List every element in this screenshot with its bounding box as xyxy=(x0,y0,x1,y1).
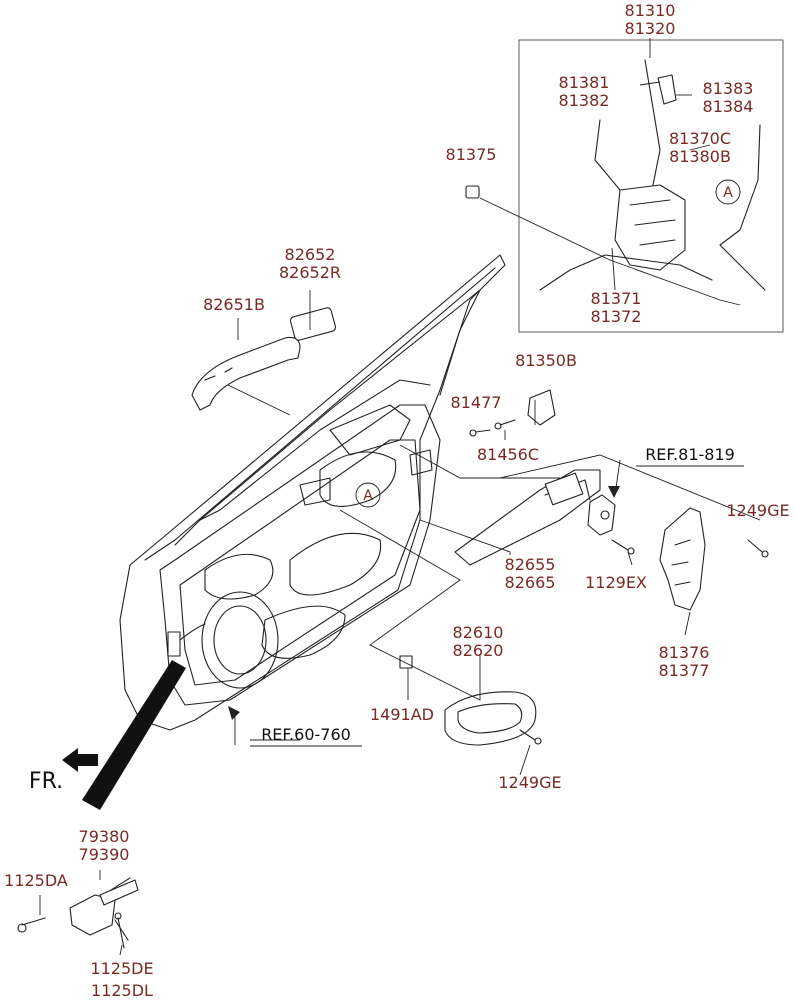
label-82652: 82652 xyxy=(285,245,336,264)
circle-marker-a-top: A xyxy=(715,179,741,205)
label-81381: 81381 xyxy=(559,73,610,92)
label-81384: 81384 xyxy=(703,97,754,116)
door-checker xyxy=(17,877,139,941)
label-1129ex: 1129EX xyxy=(585,573,647,592)
label-81376: 81376 xyxy=(659,643,710,662)
label-81372: 81372 xyxy=(591,307,642,326)
latch-assembly xyxy=(465,59,766,291)
latch-bracket xyxy=(659,507,706,611)
circle-marker-a-door: A xyxy=(355,482,381,508)
svg-text:A: A xyxy=(723,185,733,201)
outside-handle xyxy=(191,307,337,411)
label-81380b: 81380B xyxy=(669,147,731,166)
label-81383: 81383 xyxy=(703,79,754,98)
label-1249ge-upper: 1249GE xyxy=(726,501,789,520)
label-82620: 82620 xyxy=(453,641,504,660)
label-ref-60-760: REF.60-760 xyxy=(261,725,351,744)
latch-inset-frame xyxy=(518,39,784,333)
svg-text:A: A xyxy=(363,488,373,504)
inside-handle-bracket xyxy=(454,469,601,566)
label-1249ge-lower: 1249GE xyxy=(498,773,561,792)
label-81382: 81382 xyxy=(559,91,610,110)
inside-handle xyxy=(444,691,537,746)
label-79380: 79380 xyxy=(79,827,130,846)
label-81371: 81371 xyxy=(591,289,642,308)
wiring-harness-strap xyxy=(82,660,186,810)
label-82665: 82665 xyxy=(505,573,556,592)
label-1125de: 1125DE xyxy=(90,959,153,978)
leader-lines xyxy=(39,38,761,956)
label-82651b: 82651B xyxy=(203,295,265,314)
label-1125dl: 1125DL xyxy=(91,981,153,1000)
label-81375: 81375 xyxy=(446,145,497,164)
front-arrow-icon xyxy=(62,748,98,772)
door-panel xyxy=(119,254,506,731)
label-81320: 81320 xyxy=(625,19,676,38)
label-front-direction: FR. xyxy=(29,769,63,794)
label-81377: 81377 xyxy=(659,661,710,680)
label-81370c: 81370C xyxy=(669,129,731,148)
label-81310: 81310 xyxy=(625,1,676,20)
label-82655: 82655 xyxy=(505,555,556,574)
label-81477: 81477 xyxy=(451,393,502,412)
label-1125da: 1125DA xyxy=(4,871,68,890)
label-1491ad: 1491AD xyxy=(370,705,434,724)
label-ref-81-819: REF.81-819 xyxy=(645,445,735,464)
label-82652r: 82652R xyxy=(279,263,341,282)
lock-actuator xyxy=(587,494,616,536)
label-79390: 79390 xyxy=(79,845,130,864)
label-81456c: 81456C xyxy=(477,445,539,464)
label-82610: 82610 xyxy=(453,623,504,642)
label-81350b: 81350B xyxy=(515,351,577,370)
